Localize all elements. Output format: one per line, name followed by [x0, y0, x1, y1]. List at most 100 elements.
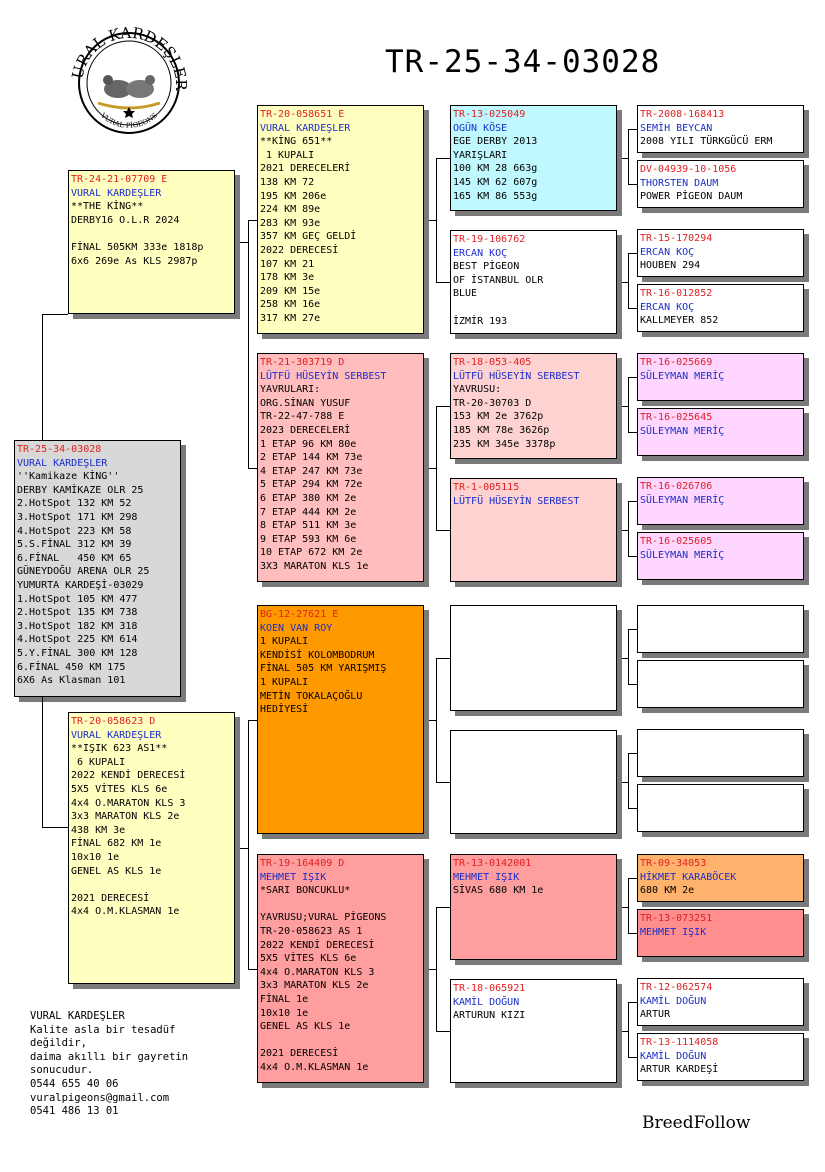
pedigree-note: EGE DERBY 2013: [453, 136, 538, 148]
pedigree-note: 2022 KENDİ DERECESİ: [71, 770, 186, 782]
pedigree-box-dsd: [450, 730, 617, 834]
pedigree-connector: [436, 907, 437, 1031]
ring-number: TR-2008-168413: [640, 109, 725, 120]
breeder-name: LÜTFÜ HÜSEYİN SERBEST: [260, 370, 387, 382]
pedigree-note: DERBY KAMİKAZE OLR 25: [17, 484, 144, 496]
pedigree-note: [260, 898, 421, 912]
ring-number: BG-12-27621 E: [260, 609, 339, 620]
breeder-name: MEHMET IŞIK: [640, 926, 707, 938]
pedigree-connector: [628, 253, 629, 308]
pedigree-note: 3.HotSpot 182 KM 318: [17, 620, 138, 632]
pedigree-connector: [628, 377, 637, 378]
pedigree-note: 4x4 O.M.KLASMAN 1e: [71, 906, 180, 918]
pedigree-note: 224 KM 89e: [260, 204, 321, 216]
pedigree-note: SİVAS 680 KM 1e: [453, 885, 544, 897]
pedigree-connector: [436, 658, 450, 659]
pedigree-note: [260, 1034, 421, 1048]
pedigree-note: ORG.SİNAN YUSUF: [260, 397, 351, 409]
ring-number: TR-20-058651 E: [260, 109, 345, 120]
pedigree-note: 2.HotSpot 132 KM 52: [17, 498, 132, 510]
pedigree-connector: [42, 314, 68, 315]
pedigree-connector: [429, 968, 436, 970]
pedigree-title: TR-25-34-03028: [385, 44, 661, 80]
pedigree-note: KALLMEYER 852: [640, 315, 719, 327]
breeder-name: OGÜN KÖSE: [453, 122, 508, 134]
breeder-name: ERCAN KOÇ: [453, 247, 508, 259]
pedigree-note: 209 KM 15e: [260, 285, 321, 297]
pedigree-note: POWER PİGEON DAUM: [640, 191, 743, 203]
pedigree-connector: [628, 501, 637, 502]
footer-line: vuralpigeons@gmail.com: [30, 1091, 170, 1104]
ring-number: TR-1-005115: [453, 482, 520, 493]
pedigree-box-g12: [637, 784, 804, 832]
pedigree-note: DERBY16 O.L.R 2024: [71, 214, 180, 226]
pedigree-connector: [628, 684, 637, 685]
ring-number: TR-25-34-03028: [17, 444, 102, 455]
pedigree-connector: [436, 158, 450, 159]
breeder-name: VURAL KARDEŞLER: [71, 729, 162, 741]
pedigree-note: 9 ETAP 593 KM 6e: [260, 533, 357, 545]
ring-number: DV-04939-10-1056: [640, 164, 737, 175]
pedigree-note: 138 KM 72: [260, 176, 315, 188]
pedigree-connector: [622, 907, 628, 908]
pedigree-note: 4x4 O.MARATON KLS 3: [71, 797, 186, 809]
pedigree-note: YAVRUSU:: [453, 384, 502, 396]
ring-number: TR-19-164409 D: [260, 858, 345, 869]
breeder-name: LÜTFÜ HÜSEYİN SERBEST: [453, 370, 580, 382]
pedigree-note: 6 KUPALI: [71, 756, 126, 768]
pedigree-note: BLUE: [453, 288, 478, 300]
pedigree-note: [453, 301, 614, 315]
breeder-name: SÜLEYMAN MERİÇ: [640, 370, 725, 382]
pedigree-connector: [436, 907, 450, 908]
footer-line: daima akıllı bir gayretin: [30, 1050, 189, 1063]
pedigree-note: 438 KM 3e: [71, 824, 126, 836]
pedigree-note: YARIŞLARI: [453, 149, 508, 161]
pedigree-note: ARTUR: [640, 1009, 671, 1021]
pedigree-note: 5.S.FİNAL 312 KM 39: [17, 539, 132, 551]
pedigree-note: 357 KM GEÇ GELDİ: [260, 231, 357, 243]
breeder-name: VURAL KARDEŞLER: [71, 187, 162, 199]
pedigree-note: [71, 878, 232, 892]
pedigree-note: TR-20-30703 D: [453, 397, 532, 409]
pedigree-note: *SARI BONCUKLU*: [260, 885, 351, 897]
pedigree-note: 5X5 VİTES KLS 6e: [260, 953, 357, 965]
pedigree-connector: [622, 782, 628, 783]
pedigree-connector: [628, 629, 629, 684]
ring-number: TR-16-025669: [640, 357, 713, 368]
breeder-name: KAMİL DOĞUN: [453, 996, 520, 1008]
breeder-name: SÜLEYMAN MERİÇ: [640, 425, 725, 437]
pedigree-note: 185 KM 78e 3626p: [453, 424, 550, 436]
ring-number: TR-21-303719 D: [260, 357, 345, 368]
ring-number: TR-16-025605: [640, 536, 713, 547]
pedigree-note: 2008 YILI TÜRKGÜCÜ ERM: [640, 136, 773, 148]
pedigree-connector: [436, 658, 437, 782]
breeder-name: MEHMET IŞIK: [453, 871, 520, 883]
pedigree-connector: [429, 719, 436, 721]
pedigree-note: 4 ETAP 247 KM 73e: [260, 465, 363, 477]
pedigree-connector: [628, 933, 637, 934]
ring-number: TR-09-34053: [640, 858, 707, 869]
footer-line: sonucudur.: [30, 1064, 94, 1077]
footer-line: değildir,: [30, 1037, 87, 1050]
pedigree-connector: [436, 282, 450, 283]
pedigree-note: 2022 DERECESİ: [260, 244, 339, 256]
pedigree-note: TR-20-058623 AS 1: [260, 925, 363, 937]
pedigree-connector: [628, 184, 637, 185]
pedigree-connector: [436, 406, 437, 530]
ring-number: TR-24-21-07709 E: [71, 174, 168, 185]
pedigree-note: TR-22-47-788 E: [260, 411, 345, 423]
pedigree-note: OF İSTANBUL OLR: [453, 274, 544, 286]
ring-number: TR-16-025645: [640, 412, 713, 423]
pedigree-note: 6.FİNAL 450 KM 65: [17, 552, 132, 564]
pedigree-connector: [628, 377, 629, 432]
pedigree-connector: [628, 556, 637, 557]
pedigree-note: 8 ETAP 511 KM 3e: [260, 520, 357, 532]
breeder-name: KAMİL DOĞUN: [640, 995, 707, 1007]
pedigree-connector: [622, 530, 628, 531]
breeder-name: SÜLEYMAN MERİÇ: [640, 549, 725, 561]
